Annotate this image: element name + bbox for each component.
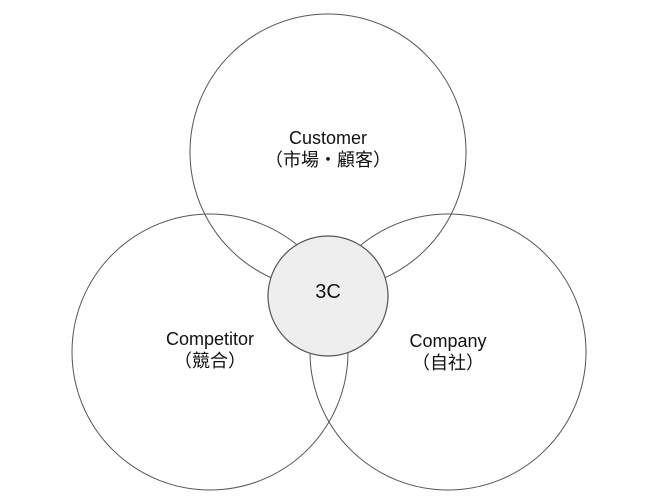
customer-label: Customer （市場・顧客） — [248, 127, 408, 171]
company-label: Company （自社） — [368, 330, 528, 374]
competitor-label: Competitor （競合） — [130, 328, 290, 372]
company-subtitle: （自社） — [412, 353, 484, 373]
center-circle — [267, 235, 389, 357]
company-title: Company — [409, 331, 487, 351]
competitor-title: Competitor — [165, 329, 255, 349]
center-label: 3C — [315, 281, 341, 303]
competitor-subtitle: （競合） — [174, 351, 246, 371]
customer-subtitle: （市場・顧客） — [265, 150, 391, 170]
customer-title: Customer — [288, 128, 368, 148]
